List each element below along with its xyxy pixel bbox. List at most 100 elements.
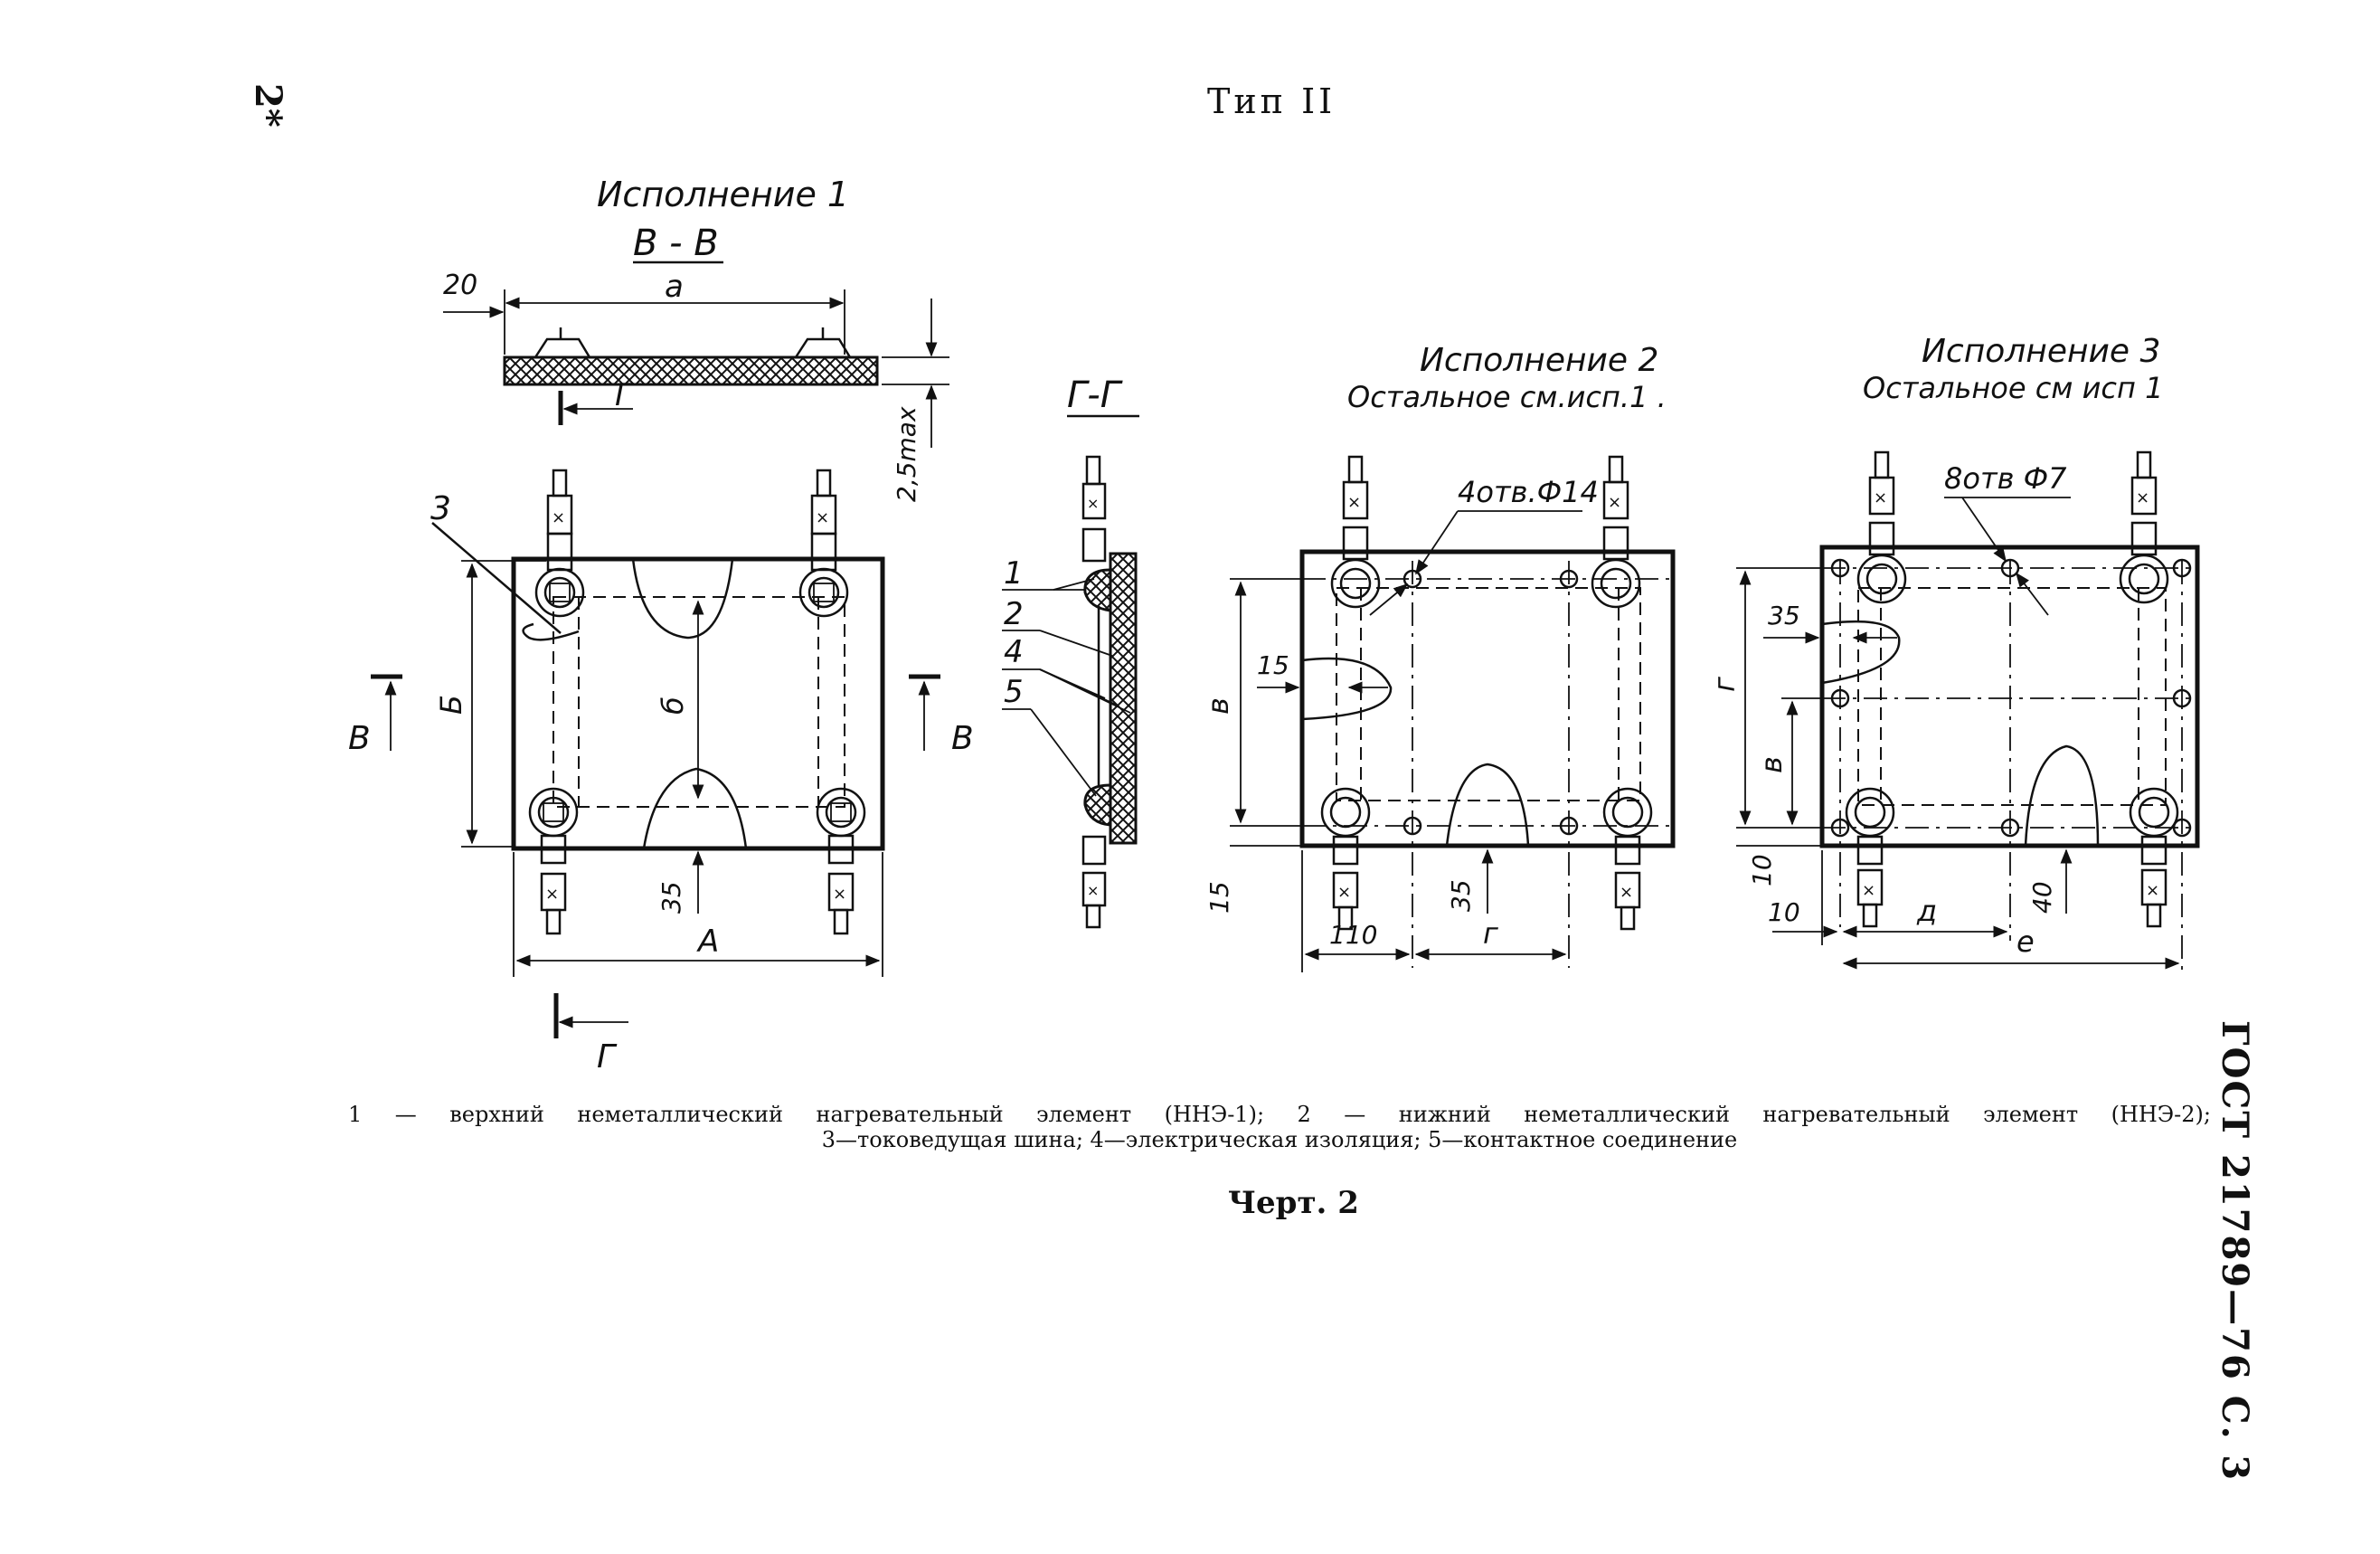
dim-e-label: е bbox=[2016, 924, 2035, 959]
svg-text:×: × bbox=[552, 508, 565, 527]
svg-text:×: × bbox=[1337, 883, 1351, 902]
dim-10-b-label: 10 bbox=[1768, 897, 1800, 927]
terminal-pin bbox=[552, 469, 568, 497]
cutaway-left bbox=[1821, 620, 1901, 685]
terminal-lug bbox=[810, 532, 837, 572]
cutaway-left bbox=[1301, 657, 1393, 721]
svg-text:×: × bbox=[1608, 493, 1621, 512]
section-gg-strip bbox=[1109, 552, 1138, 845]
dim-d-label: д bbox=[1916, 894, 1937, 928]
bus-bar-outline bbox=[1336, 587, 1641, 801]
leader-line bbox=[1415, 510, 1459, 575]
mounting-hole bbox=[1830, 688, 1850, 708]
figure-legend: 1 — верхний неметаллический нагревательн… bbox=[348, 1102, 2211, 1152]
mounting-hole bbox=[1559, 569, 1579, 589]
svg-text:×: × bbox=[1347, 493, 1361, 512]
svg-text:×: × bbox=[2146, 881, 2159, 900]
terminal-lug bbox=[1868, 476, 1895, 516]
terminal-ring bbox=[534, 567, 585, 618]
variant1-section-label: В - В bbox=[633, 223, 719, 264]
variant1-title: Исполнение 1 bbox=[597, 175, 849, 214]
item-2-label: 2 bbox=[1004, 596, 1024, 632]
element-outline bbox=[1299, 549, 1676, 848]
mounting-hole bbox=[2000, 558, 2020, 578]
dim-15-left-label: 15 bbox=[1257, 650, 1289, 680]
item-5-label: 5 bbox=[1004, 674, 1024, 710]
terminal-lug bbox=[1602, 480, 1629, 520]
svg-text:×: × bbox=[1087, 495, 1099, 512]
svg-text:×: × bbox=[1620, 883, 1633, 902]
terminal-ring bbox=[816, 787, 866, 838]
mounting-hole bbox=[1830, 558, 1850, 578]
mounting-hole bbox=[2000, 818, 2020, 838]
section-gg-group: Г-Г × × 1 2 4 5 bbox=[1002, 374, 1139, 929]
dim-40-label: 40 bbox=[2027, 881, 2057, 914]
terminal-lug bbox=[827, 834, 855, 865]
dim-35-label: 35 bbox=[656, 881, 686, 914]
svg-text:×: × bbox=[1862, 881, 1875, 900]
bus-bar-outline bbox=[552, 596, 845, 808]
dim-35-label: 35 bbox=[1768, 601, 1800, 630]
variant2-holes-label: 4отв.Ф14 bbox=[1458, 475, 1599, 509]
mounting-hole bbox=[2172, 688, 2192, 708]
element-outline bbox=[1819, 545, 2200, 848]
terminal-pin bbox=[833, 908, 849, 935]
dim-b-label: Б bbox=[434, 695, 468, 715]
cutaway-top bbox=[631, 558, 734, 640]
svg-text:×: × bbox=[816, 508, 829, 527]
item-1-label: 1 bbox=[1004, 555, 1024, 592]
terminal-ring bbox=[825, 796, 857, 829]
variant2-subtitle: Остальное см.исп.1 . bbox=[1347, 380, 1667, 414]
section-gg-top-bump bbox=[1083, 568, 1112, 612]
leader-line bbox=[1030, 708, 1097, 797]
dim-25max-label: 2,5max bbox=[892, 406, 921, 502]
svg-text:×: × bbox=[1874, 488, 1887, 507]
terminal-ring bbox=[1320, 787, 1371, 838]
leader-line bbox=[1039, 668, 1131, 714]
bus-bar-outline bbox=[1857, 587, 2167, 806]
cutaway-bottom bbox=[2024, 744, 2100, 847]
section-bb-strip bbox=[503, 355, 879, 386]
standard-side-title: ГОСТ 21789—76 С. 3 bbox=[2214, 1020, 2256, 1483]
terminal-ring bbox=[2119, 554, 2169, 604]
terminal-ring bbox=[808, 576, 840, 609]
leader-line bbox=[1053, 578, 1095, 591]
terminal-ring bbox=[1602, 787, 1653, 838]
mounting-hole bbox=[1830, 818, 1850, 838]
leader-line bbox=[1039, 630, 1113, 657]
dim-110-label: 110 bbox=[1329, 920, 1377, 950]
figure-caption: Черт. 2 bbox=[1228, 1185, 1359, 1221]
mounting-hole bbox=[2172, 558, 2192, 578]
mounting-hole bbox=[1402, 569, 1422, 589]
variant1-group: Исполнение 1 В - В а 20 bbox=[348, 175, 974, 1075]
mounting-hole bbox=[1402, 816, 1422, 836]
terminal-lug bbox=[1081, 527, 1107, 563]
dim-15-bottom-label: 15 bbox=[1204, 881, 1234, 914]
cut-v-right-label: В bbox=[951, 720, 974, 757]
leader-line bbox=[1961, 497, 2007, 563]
legend-line-1: 1 — верхний неметаллический нагревательн… bbox=[348, 1102, 2211, 1127]
cut-g-bottom-label: Г bbox=[597, 1038, 618, 1075]
type-title: Тип II bbox=[1207, 81, 1336, 121]
terminal-ring bbox=[1591, 558, 1641, 609]
dim-A-label: А bbox=[696, 924, 719, 960]
terminal-ring bbox=[543, 576, 576, 609]
bus-bar-detail bbox=[522, 622, 580, 641]
cutaway-bottom bbox=[1445, 763, 1530, 847]
variant3-group: Исполнение 3 Остальное см исп 1 bbox=[1707, 333, 2200, 972]
cutaway-bottom bbox=[642, 767, 748, 849]
variant2-title: Исполнение 2 bbox=[1420, 342, 1658, 379]
svg-text:×: × bbox=[2136, 488, 2149, 507]
dim-delta-label: б bbox=[656, 696, 690, 715]
terminal-pin bbox=[1085, 904, 1101, 929]
variant3-holes-label: 8отв Ф7 bbox=[1944, 461, 2067, 496]
variant1-plan-view: × × × bbox=[348, 469, 974, 1075]
terminal-lug bbox=[2130, 476, 2158, 516]
variant2-group: Исполнение 2 Остальное см.исп.1 . × bbox=[1201, 342, 1676, 972]
terminal-lug bbox=[546, 532, 573, 572]
terminal-group: × × × bbox=[528, 469, 866, 935]
section-bb-view: а 20 2,5max Г bbox=[443, 269, 949, 502]
dim-v-label: в bbox=[1201, 697, 1235, 715]
